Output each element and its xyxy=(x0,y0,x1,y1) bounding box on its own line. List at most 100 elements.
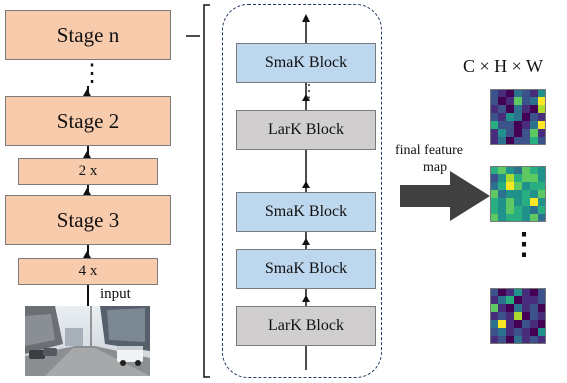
feature-map-cell xyxy=(538,312,546,320)
feature-map-cell xyxy=(498,166,506,174)
stage-3-label: Stage 3 xyxy=(56,207,120,232)
arrowhead-lark-2 xyxy=(302,295,310,302)
feature-map-cell xyxy=(514,312,522,320)
feature-map-cell xyxy=(530,121,538,129)
lark-block-upper: LarK Block xyxy=(236,110,376,150)
feature-map-1 xyxy=(490,89,546,145)
feature-map-cell xyxy=(538,288,546,296)
feature-map-cell xyxy=(498,97,506,105)
feature-map-cell xyxy=(538,174,546,182)
feature-map-cell xyxy=(538,137,546,145)
feature-map-cell xyxy=(538,121,546,129)
smak-block-top-label: SmaK Block xyxy=(264,54,348,71)
feature-map-cell xyxy=(506,206,514,214)
lark-block-bottom: LarK Block xyxy=(236,306,376,346)
feature-map-cell xyxy=(538,328,546,336)
feature-map-cell xyxy=(490,206,498,214)
final-feature-label-line2: map xyxy=(423,160,448,175)
feature-map-cell xyxy=(538,190,546,198)
feature-map-cell xyxy=(522,296,530,304)
feature-map-cell xyxy=(506,113,514,121)
smak-block-top: SmaK Block xyxy=(236,43,376,83)
feature-map-cell xyxy=(490,288,498,296)
feature-map-cell xyxy=(514,296,522,304)
feature-map-cell xyxy=(530,206,538,214)
feature-map-cell xyxy=(506,174,514,182)
blocks-ellipsis: ⋮ xyxy=(300,81,318,101)
feature-map-cell xyxy=(514,304,522,312)
feature-map-cell xyxy=(490,89,498,97)
feature-map-cell xyxy=(490,328,498,336)
feature-map-cell xyxy=(530,214,538,222)
feature-map-cell xyxy=(498,198,506,206)
feature-map-cell xyxy=(522,328,530,336)
feature-map-cell xyxy=(522,198,530,206)
feature-map-cell xyxy=(506,166,514,174)
feature-map-cell xyxy=(506,182,514,190)
feature-map-cell xyxy=(498,328,506,336)
arrowhead-upper-dots xyxy=(302,94,310,101)
feature-map-cell xyxy=(498,304,506,312)
stage-n-label: Stage n xyxy=(56,22,120,47)
feature-map-cell xyxy=(530,320,538,328)
feature-map-cell xyxy=(530,105,538,113)
feature-map-border xyxy=(490,166,546,222)
feature-map-cell xyxy=(514,198,522,206)
lark-block-bottom-label: LarK Block xyxy=(268,317,344,334)
feature-map-cell xyxy=(490,137,498,145)
feature-map-cell xyxy=(522,121,530,129)
feature-map-cell xyxy=(530,312,538,320)
feature-map-cell xyxy=(506,137,514,145)
feature-map-cell xyxy=(498,214,506,222)
feature-map-cell xyxy=(490,182,498,190)
feature-map-cell xyxy=(498,137,506,145)
input-label: input xyxy=(100,286,131,302)
feature-map-cell xyxy=(514,174,522,182)
feature-map-cell xyxy=(530,174,538,182)
feature-map-cell xyxy=(522,190,530,198)
feature-map-cell xyxy=(530,97,538,105)
arrowhead-top xyxy=(302,14,310,22)
feature-map-cell xyxy=(514,182,522,190)
feature-map-cell xyxy=(514,113,522,121)
feature-map-cell xyxy=(514,137,522,145)
feature-map-cell xyxy=(538,89,546,97)
feature-map-cell xyxy=(514,129,522,137)
feature-map-border xyxy=(490,288,546,344)
feature-map-cell xyxy=(490,198,498,206)
smak-block-lower-label: SmaK Block xyxy=(264,260,348,277)
feature-map-cell xyxy=(538,320,546,328)
feature-map-cell xyxy=(522,89,530,97)
feature-map-cell xyxy=(538,206,546,214)
feature-map-cell xyxy=(522,288,530,296)
feature-map-cell xyxy=(538,304,546,312)
feature-map-cell xyxy=(530,113,538,121)
feature-map-cell xyxy=(530,304,538,312)
stage-2-box: Stage 2 xyxy=(5,96,171,146)
feature-map-cell xyxy=(530,182,538,190)
feature-map-cell xyxy=(498,121,506,129)
feature-map-cell xyxy=(506,312,514,320)
feature-map-cell xyxy=(490,190,498,198)
smak-block-lower: SmaK Block xyxy=(236,249,376,289)
feature-map-cell xyxy=(538,336,546,344)
feature-map-cell xyxy=(498,206,506,214)
feature-map-cell xyxy=(506,328,514,336)
feature-map-cell xyxy=(498,288,506,296)
feature-map-cell xyxy=(490,129,498,137)
big-arrow-icon xyxy=(400,171,490,221)
feature-map-cell xyxy=(538,129,546,137)
feature-map-cell xyxy=(498,89,506,97)
feature-map-cell xyxy=(522,166,530,174)
stage-3-box: Stage 3 xyxy=(5,195,171,245)
feature-map-cell xyxy=(522,214,530,222)
arrowhead-stage-2 xyxy=(83,89,91,96)
feature-map-cell xyxy=(506,320,514,328)
feature-map-cell xyxy=(506,288,514,296)
feature-map-cell xyxy=(514,121,522,129)
smak-block-middle: SmaK Block xyxy=(236,192,376,232)
feature-map-cell xyxy=(530,89,538,97)
feature-map-2 xyxy=(490,166,546,222)
feature-map-cell xyxy=(506,121,514,129)
